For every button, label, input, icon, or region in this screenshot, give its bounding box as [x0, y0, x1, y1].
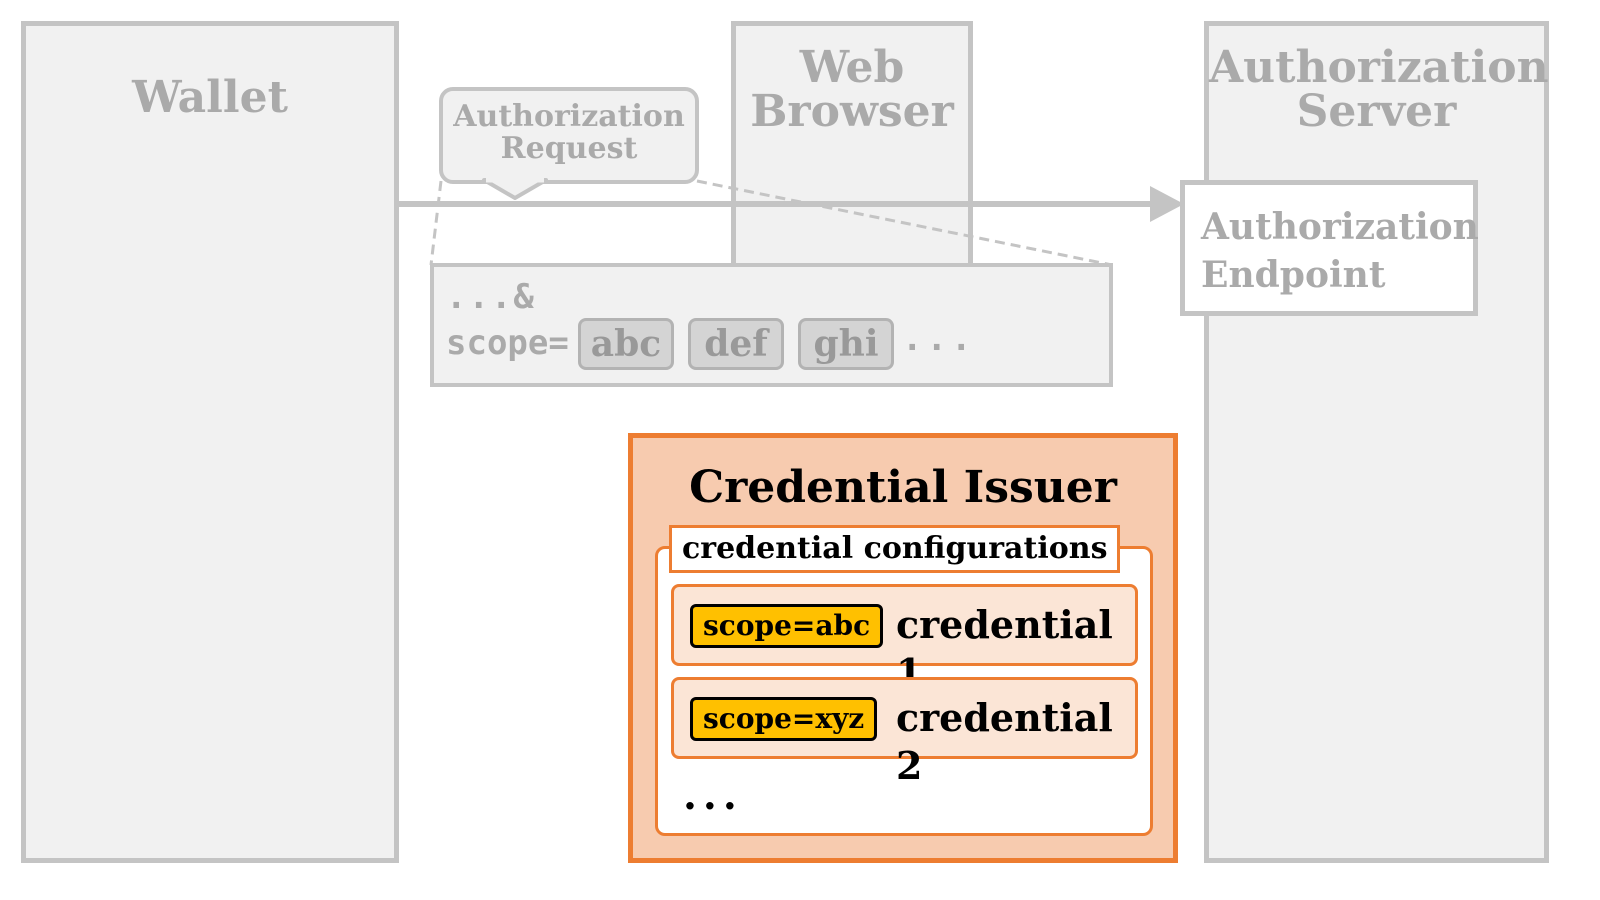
authorization-server-title-line2: Server: [1296, 86, 1457, 137]
wallet-column: Wallet: [21, 21, 399, 863]
web-browser-title-line1: Web: [799, 42, 905, 93]
credential-1-scope: scope=abc: [690, 604, 884, 648]
authorization-server-column: Authorization Server: [1204, 21, 1549, 863]
endpoint-line2: Endpoint: [1201, 254, 1386, 296]
credential-issuer-box: Credential Issuer credential configurati…: [628, 433, 1178, 863]
credential-issuer-title: Credential Issuer: [689, 462, 1117, 513]
authorization-endpoint-box: Authorization Endpoint: [1180, 180, 1479, 316]
callout-line1: Authorization: [453, 99, 685, 134]
authorization-request-callout: Authorization Request: [439, 87, 699, 184]
scope-chip-abc: abc: [578, 318, 674, 370]
callout-line2: Request: [500, 131, 638, 166]
request-arrow-head: [1150, 186, 1184, 222]
credential-1-name: credential 1: [896, 602, 1113, 695]
request-url-scope-param: scope=: [446, 323, 569, 363]
endpoint-line1: Authorization: [1201, 206, 1479, 248]
request-url-prefix: ...&: [446, 277, 536, 317]
credential-row-2: scope=xyz credential 2: [671, 677, 1138, 788]
scope-chip-ghi: ghi: [798, 318, 894, 370]
credential-row-1: scope=abc credential 1: [671, 584, 1138, 695]
authorization-server-title-line1: Authorization: [1209, 42, 1549, 93]
more-credentials-ellipsis: ...: [683, 772, 743, 819]
request-url-box: ...& scope= abc def ghi ...: [430, 263, 1113, 387]
web-browser-column: Web Browser: [731, 21, 973, 273]
credential-configurations-label: credential configurations: [669, 525, 1121, 573]
request-url-trailing: ...: [902, 319, 976, 359]
web-browser-title-line2: Browser: [750, 86, 954, 137]
callout-dashed-left: [429, 180, 443, 266]
wallet-title: Wallet: [132, 72, 288, 123]
scope-chip-def: def: [688, 318, 784, 370]
credential-2-scope: scope=xyz: [690, 697, 878, 741]
credential-2-name: credential 2: [896, 695, 1113, 788]
